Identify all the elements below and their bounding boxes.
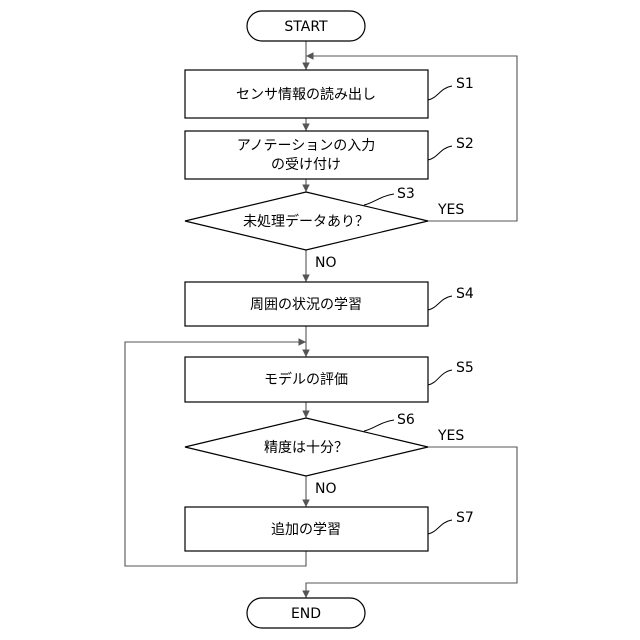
step-s1-box: センサ情報の読み出し bbox=[185, 70, 428, 118]
step-s3-text: 未処理データあり？ bbox=[243, 213, 369, 230]
s3-no-label: NO bbox=[315, 255, 337, 271]
step-id-s2: S2 bbox=[456, 136, 474, 152]
leader-s4 bbox=[428, 296, 452, 310]
step-s4-text: 周囲の状況の学習 bbox=[250, 297, 362, 313]
leader-s7 bbox=[428, 520, 452, 534]
step-id-s7: S7 bbox=[456, 510, 474, 526]
step-id-s3: S3 bbox=[397, 186, 415, 202]
step-s5-box: モデルの評価 bbox=[185, 357, 428, 402]
end-terminal: END bbox=[247, 598, 365, 628]
leader-s5 bbox=[428, 370, 452, 385]
step-s6-decision: 精度は十分？ bbox=[185, 418, 428, 476]
step-s2-box: アノテーションの入力 の受け付け bbox=[185, 131, 428, 179]
leader-s6 bbox=[364, 420, 394, 431]
leader-s2 bbox=[428, 146, 452, 160]
start-label: START bbox=[284, 19, 328, 35]
step-s7-box: 追加の学習 bbox=[185, 507, 428, 551]
step-s7-text: 追加の学習 bbox=[271, 522, 341, 538]
step-s2-text-line1: アノテーションの入力 bbox=[237, 138, 375, 154]
leader-s1 bbox=[428, 86, 452, 100]
step-s6-text: 精度は十分？ bbox=[264, 440, 348, 456]
step-s3-decision: 未処理データあり？ bbox=[185, 192, 428, 250]
start-terminal: START bbox=[247, 11, 365, 41]
step-s2-text-line2: の受け付け bbox=[271, 157, 341, 173]
step-s1-text: センサ情報の読み出し bbox=[236, 86, 376, 103]
leader-s3 bbox=[364, 194, 394, 205]
s6-yes-label: YES bbox=[437, 428, 464, 444]
step-s5-text: モデルの評価 bbox=[264, 371, 348, 388]
s6-no-label: NO bbox=[315, 481, 337, 497]
s3-yes-label: YES bbox=[437, 202, 464, 218]
step-s4-box: 周囲の状況の学習 bbox=[185, 282, 428, 326]
step-id-s5: S5 bbox=[456, 360, 474, 376]
step-id-s1: S1 bbox=[456, 76, 474, 92]
step-id-s4: S4 bbox=[456, 286, 474, 302]
step-id-s6: S6 bbox=[397, 412, 415, 428]
end-label: END bbox=[291, 606, 321, 622]
